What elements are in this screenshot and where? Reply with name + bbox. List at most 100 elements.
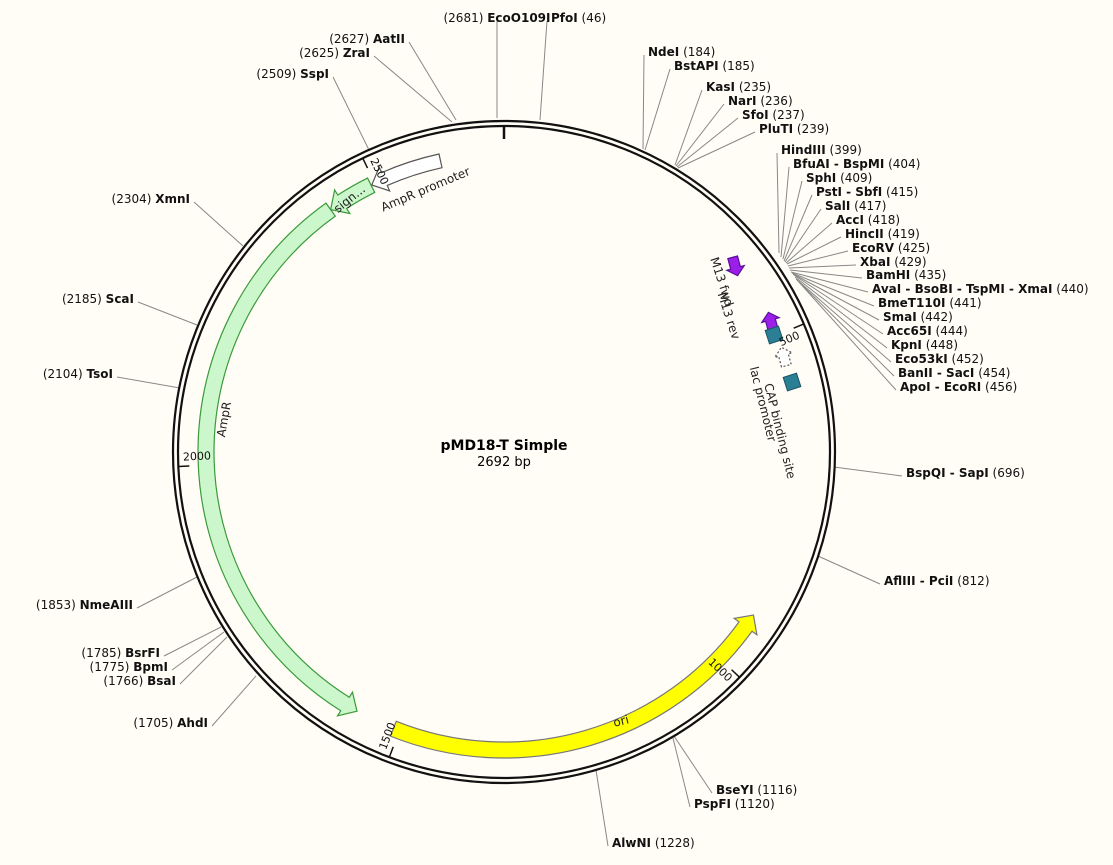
site-banii-saci[interactable]: BanII - SacI (454) <box>898 366 1010 380</box>
site-position: 442 <box>925 310 948 324</box>
site-name: BsaI <box>147 674 176 688</box>
leader-bamhi <box>789 269 863 279</box>
site-bspqi-sapi[interactable]: BspQI - SapI (696) <box>906 466 1025 480</box>
site-position: 1785 <box>86 646 117 660</box>
site-eco53ki[interactable]: Eco53kI (452) <box>895 352 984 366</box>
site-pluti[interactable]: PluTI (239) <box>759 122 829 136</box>
site-position: 1116 <box>762 783 793 797</box>
site-xbai[interactable]: XbaI (429) <box>860 255 927 269</box>
site-bfuai-bspmi[interactable]: BfuAI - BspMI (404) <box>793 157 920 171</box>
leader-hindiii <box>776 152 780 254</box>
tick-mark-500 <box>793 323 805 329</box>
leader-acc65i <box>793 274 884 335</box>
leader-psti-sbfi <box>783 194 813 262</box>
site-position: 435 <box>919 268 942 282</box>
site-bstapi[interactable]: BstAPI (185) <box>674 59 755 73</box>
site-bmet110i[interactable]: BmeT110I (441) <box>878 296 982 310</box>
site-aatii[interactable]: (2627) AatII <box>329 32 405 46</box>
site-position: 2625 <box>304 46 335 60</box>
feature-ampr-promoter <box>370 153 443 192</box>
site-bpmi[interactable]: (1775) BpmI <box>90 660 168 674</box>
site-pspfi[interactable]: PspFI (1120) <box>694 797 775 811</box>
site-alwni[interactable]: AlwNI (1228) <box>612 836 695 850</box>
tick-label-2000: 2000 <box>183 449 212 463</box>
site-position: 1766 <box>108 674 139 688</box>
site-position: 425 <box>903 241 926 255</box>
site-apoi-ecori[interactable]: ApoI - EcoRI (456) <box>900 380 1017 394</box>
site-position: 404 <box>893 157 916 171</box>
site-hincii[interactable]: HincII (419) <box>845 227 920 241</box>
site-name: BpmI <box>133 660 168 674</box>
site-kpni[interactable]: KpnI (448) <box>891 338 958 352</box>
leader-nari <box>675 103 725 167</box>
site-nmeaiii[interactable]: (1853) NmeAIII <box>36 598 133 612</box>
site-tsoi[interactable]: (2104) TsoI <box>43 367 113 381</box>
site-ecoo109i[interactable]: (2681) EcoO109I <box>443 11 550 25</box>
site-name: ScaI <box>106 292 134 306</box>
leader-hincii <box>786 236 842 265</box>
site-psti-sbfi[interactable]: PstI - SbfI (415) <box>816 185 918 199</box>
site-sfoi[interactable]: SfoI (237) <box>742 108 805 122</box>
site-sphi[interactable]: SphI (409) <box>806 171 872 185</box>
site-position: 429 <box>899 255 922 269</box>
site-position: 1853 <box>41 598 72 612</box>
leader-apoi-ecori <box>797 280 897 391</box>
site-name: BamHI <box>866 268 910 282</box>
site-afliii-pcii[interactable]: AflIII - PciI (812) <box>884 574 990 588</box>
site-pfoi[interactable]: PfoI (46) <box>551 11 606 25</box>
feature-cap-site-a <box>764 325 784 345</box>
site-name: AvaI - BsoBI - TspMI - XmaI <box>872 282 1052 296</box>
site-name: NarI <box>728 94 757 108</box>
site-kasi[interactable]: KasI (235) <box>706 80 771 94</box>
site-ecorv[interactable]: EcoRV (425) <box>852 241 930 255</box>
site-name: SalI <box>825 199 850 213</box>
site-name: ZraI <box>343 46 370 60</box>
site-name: Eco53kI <box>895 352 948 366</box>
site-name: PfoI <box>551 11 578 25</box>
site-sali[interactable]: SalI (417) <box>825 199 886 213</box>
leader-zrai <box>373 55 453 123</box>
site-zrai[interactable]: (2625) ZraI <box>299 46 370 60</box>
site-bsai[interactable]: (1766) BsaI <box>103 674 176 688</box>
site-position: 2627 <box>334 32 365 46</box>
site-scai[interactable]: (2185) ScaI <box>62 292 134 306</box>
feature-label-ori: ori <box>612 712 631 729</box>
site-name: KpnI <box>891 338 922 352</box>
site-name: XmnI <box>155 192 190 206</box>
site-bsrfi[interactable]: (1785) BsrFI <box>81 646 160 660</box>
leader-xbai <box>788 264 857 269</box>
site-ndei[interactable]: NdeI (184) <box>648 45 715 59</box>
leader-pluti <box>677 131 756 169</box>
site-name: HincII <box>845 227 884 241</box>
site-position: 452 <box>956 352 979 366</box>
site-name: BspQI - SapI <box>906 466 989 480</box>
site-position: 1775 <box>94 660 125 674</box>
site-name: HindIII <box>781 143 826 157</box>
site-ahdi[interactable]: (1705) AhdI <box>133 716 208 730</box>
site-acc65i[interactable]: Acc65I (444) <box>887 324 968 338</box>
leader-bseyi <box>673 735 713 794</box>
site-bamhi[interactable]: BamHI (435) <box>866 268 946 282</box>
leader-sali <box>784 208 822 263</box>
site-acci[interactable]: AccI (418) <box>836 213 900 227</box>
site-name: BseYI <box>716 783 754 797</box>
site-hindiii[interactable]: HindIII (399) <box>781 143 862 157</box>
site-name: PluTI <box>759 122 793 136</box>
site-position: 2104 <box>48 367 79 381</box>
site-name: AlwNI <box>612 836 651 850</box>
site-bseyi[interactable]: BseYI (1116) <box>716 783 797 797</box>
site-nari[interactable]: NarI (236) <box>728 94 793 108</box>
site-position: 696 <box>997 466 1020 480</box>
site-position: 448 <box>930 338 953 352</box>
leader-eco53ki <box>795 278 892 363</box>
site-name: PspFI <box>694 797 731 811</box>
feature-ampr <box>197 202 358 717</box>
site-xmni[interactable]: (2304) XmnI <box>112 192 191 206</box>
leader-pspfi <box>672 737 691 808</box>
site-smai[interactable]: SmaI (442) <box>883 310 953 324</box>
feature-lac-promoter <box>773 346 794 368</box>
site-avai-bsobi-tspmi-xmai[interactable]: AvaI - BsoBI - TspMI - XmaI (440) <box>872 282 1089 296</box>
site-position: 409 <box>845 171 868 185</box>
site-sspi[interactable]: (2509) SspI <box>256 67 329 81</box>
